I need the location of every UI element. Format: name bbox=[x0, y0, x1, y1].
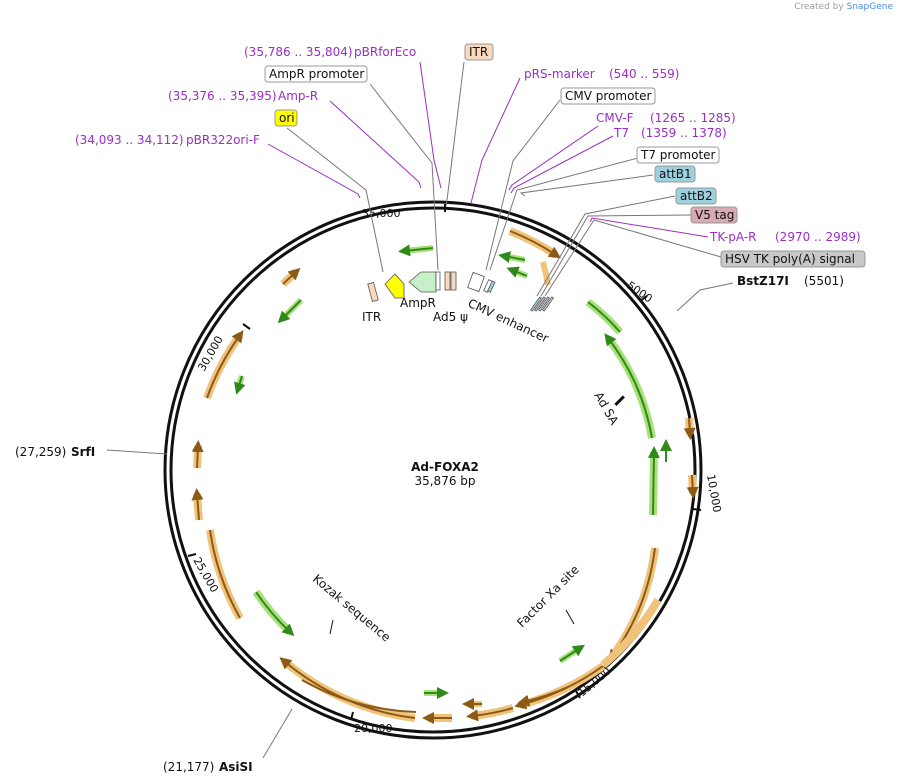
kozak-inner-label: Kozak sequence bbox=[310, 572, 393, 645]
enzyme-bstz17i-name: BstZ17I bbox=[737, 274, 789, 288]
attb1-label-box bbox=[654, 165, 696, 183]
tick-label-35000: 35,000 bbox=[362, 207, 401, 220]
green-features bbox=[234, 244, 672, 699]
itr-feature-right bbox=[450, 271, 457, 291]
ampr-promoter-label-box bbox=[264, 65, 368, 83]
leader-lines bbox=[106, 61, 734, 759]
enzyme-bstz17i-pos: (5501) bbox=[804, 274, 844, 288]
enzyme-labels: BstZ17I (5501) (27,259) SrfI (21,177) As… bbox=[15, 274, 844, 774]
ampr-feature-arrow bbox=[408, 271, 437, 293]
snapgene-logo-text: SnapGene bbox=[846, 2, 893, 12]
attb2-label-box bbox=[675, 187, 717, 205]
primer-pbrforeco-name: pBRforEco bbox=[354, 45, 416, 59]
t7-promoter-label-text: T7 promoter bbox=[640, 148, 716, 162]
primer-amp-r-range: (35,376 .. 35,395) bbox=[168, 89, 277, 103]
backbone-inner-ring bbox=[169, 206, 697, 734]
primer-t7-range: (1359 .. 1378) bbox=[641, 126, 727, 140]
enzyme-asisi-pos: (21,177) bbox=[163, 760, 214, 774]
ampr-inner-label: AmpR bbox=[400, 296, 436, 310]
snapgene-branding: Created by SnapGene bbox=[794, 2, 893, 12]
primer-prs-marker-range: (540 .. 559) bbox=[609, 67, 679, 81]
primer-cmv-f-range: (1265 .. 1285) bbox=[650, 111, 736, 125]
primer-pbrforeco-range: (35,786 .. 35,804) bbox=[244, 45, 353, 59]
primer-t7-name: T7 bbox=[613, 126, 629, 140]
cmv-enhancer-feature bbox=[467, 271, 485, 293]
ad-sa-inner-label: Ad SA bbox=[591, 390, 621, 428]
primer-cmv-f-name: CMV-F bbox=[596, 111, 634, 125]
ad5-inner-label: Ad5 ψ bbox=[433, 310, 468, 324]
ampr-promoter-label-text: AmpR promoter bbox=[269, 67, 364, 81]
plasmid-name: Ad-FOXA2 bbox=[411, 460, 479, 474]
primer-prs-marker-name: pRS-marker bbox=[524, 67, 595, 81]
ori-label-box bbox=[274, 109, 298, 127]
ori-label-text: ori bbox=[279, 111, 295, 125]
primer-pbr322ori-f-range: (34,093 .. 34,112) bbox=[75, 133, 184, 147]
itr-inner-label: ITR bbox=[362, 310, 381, 324]
ad5-psi-feature bbox=[444, 271, 451, 291]
cmv-promoter-label-box bbox=[560, 87, 656, 105]
inner-small-features bbox=[329, 271, 625, 635]
tick-label-20000: 20,000 bbox=[354, 722, 393, 735]
ampr-promoter-feature bbox=[435, 271, 441, 291]
tick-label-5000: 5000 bbox=[624, 279, 654, 306]
primer-tk-pa-r-name: TK-pA-R bbox=[709, 230, 757, 244]
itr-label-box bbox=[464, 43, 494, 61]
primer-pbr322ori-f-name: pBR322ori-F bbox=[186, 133, 260, 147]
tick-marks bbox=[187, 204, 702, 721]
attb1-label-text: attB1 bbox=[659, 167, 692, 181]
created-by-text: Created by bbox=[794, 2, 844, 12]
enzyme-srfi-name: SrfI bbox=[71, 445, 95, 459]
boxed-feature-labels: ITR AmpR promoter CMV promoter ori T7 pr… bbox=[264, 43, 866, 268]
hsv-tk-polya-label-text: HSV TK poly(A) signal bbox=[725, 252, 855, 266]
factor-xa-marker bbox=[565, 609, 575, 625]
plasmid-length: 35,876 bp bbox=[414, 474, 475, 488]
ad-sa-feature bbox=[614, 395, 625, 406]
t7-promoter-feature bbox=[487, 280, 496, 293]
v5-tag-label-text: V5 tag bbox=[695, 208, 734, 222]
ori-feature-arrow bbox=[384, 273, 405, 299]
v5-tag-label-box bbox=[690, 206, 738, 224]
primer-amp-r-name: Amp-R bbox=[278, 89, 318, 103]
itr-feature-left bbox=[367, 282, 379, 302]
backbone-outer-ring bbox=[163, 200, 703, 740]
tick-label-10000: 10,000 bbox=[704, 473, 723, 513]
enzyme-asisi-name: AsiSI bbox=[219, 760, 253, 774]
itr-label-text: ITR bbox=[469, 45, 488, 59]
cmv-promoter-label-text: CMV promoter bbox=[565, 89, 652, 103]
primer-labels: (35,786 .. 35,804) pBRforEco pRS-marker … bbox=[75, 45, 861, 244]
kozak-marker bbox=[329, 619, 334, 635]
hsv-tk-polya-label-box bbox=[720, 250, 866, 268]
attb2-label-text: attB2 bbox=[680, 189, 713, 203]
t7-promoter-label-box bbox=[636, 146, 720, 164]
enzyme-srfi-pos: (27,259) bbox=[15, 445, 66, 459]
primer-tk-pa-r-range: (2970 .. 2989) bbox=[775, 230, 861, 244]
attb-polyA-feature-cluster bbox=[530, 296, 554, 312]
orf-features bbox=[191, 227, 699, 724]
